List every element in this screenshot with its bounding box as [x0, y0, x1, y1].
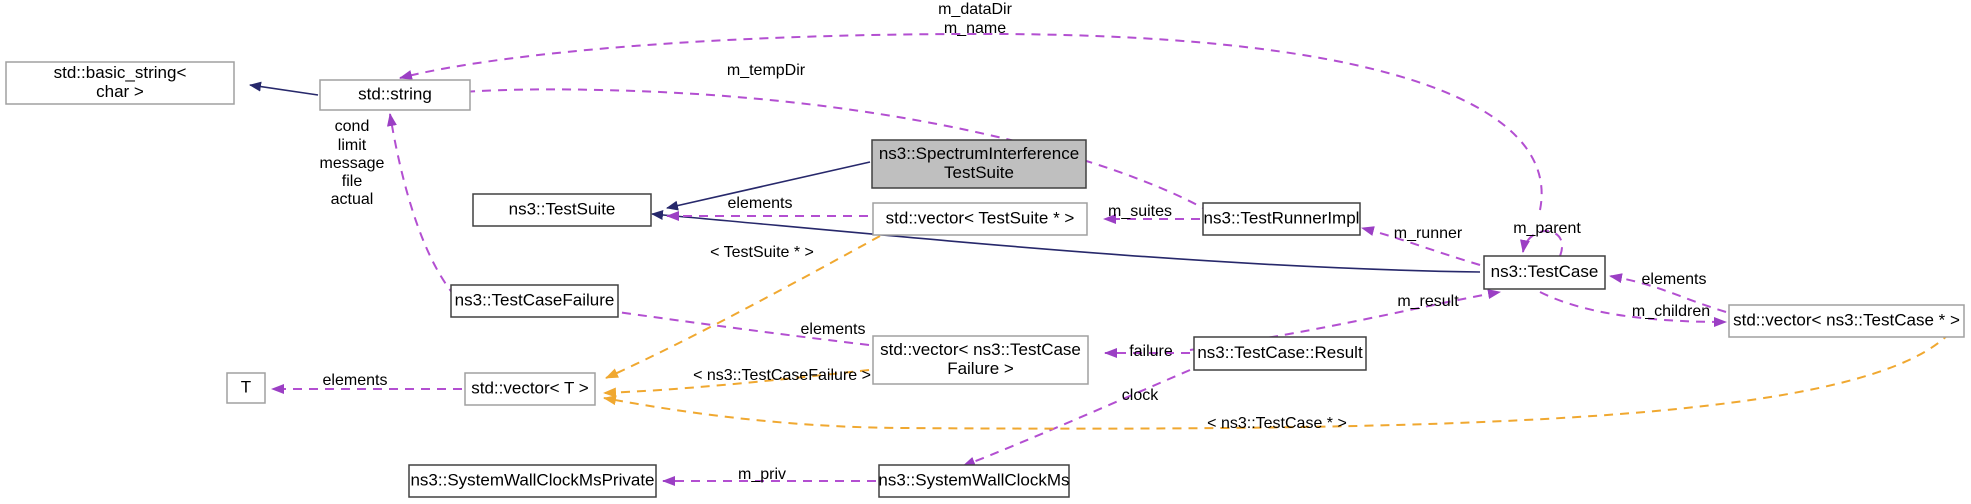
- node-box-vec_testsuite[interactable]: [872, 202, 1088, 236]
- node-tc_result[interactable]: ns3::TestCase::Result: [1193, 336, 1367, 371]
- edge-m-tempDir: [417, 88, 1211, 213]
- node-std_string[interactable]: std::string: [319, 79, 471, 111]
- edge-label-l_elem3: elements: [801, 321, 866, 338]
- node-box-tc_failure[interactable]: [450, 284, 619, 318]
- nodes-layer: std::basic_string<char >std::stringns3::…: [5, 61, 1965, 498]
- node-test_suite[interactable]: ns3::TestSuite: [472, 193, 652, 227]
- edge-label-l_name: m_name: [944, 20, 1006, 37]
- edge-label-l_tcfail: < ns3::TestCaseFailure >: [693, 367, 871, 384]
- node-label-std_string: std::string: [358, 84, 432, 103]
- node-label-spectrum_ts: ns3::SpectrumInterference: [879, 144, 1079, 163]
- node-label-swc_ms: ns3::SystemWallClockMs: [878, 470, 1069, 489]
- edge-testsuite-to-testcase: [651, 209, 1481, 273]
- edge-m-parent-self-loop: [1520, 230, 1563, 257]
- node-vec_testsuite[interactable]: std::vector< TestSuite * >: [872, 202, 1088, 236]
- node-label-vec_t: std::vector< T >: [471, 378, 589, 397]
- edge-label-l_message: message: [320, 155, 385, 172]
- node-box-vec_testcase[interactable]: [1728, 304, 1965, 338]
- node-vec_t[interactable]: std::vector< T >: [464, 372, 596, 406]
- edge-label-l_clock: clock: [1122, 387, 1159, 404]
- edge-label-l_suites: m_suites: [1108, 203, 1172, 220]
- node-label-basic_string: std::basic_string<: [54, 63, 187, 82]
- edge-label-l_tsptr: < TestSuite * >: [710, 244, 814, 261]
- edge-label-l_cond: cond: [335, 118, 370, 135]
- edge-template-testcasefailure: [603, 369, 870, 398]
- node-label-vec_failure: std::vector< ns3::TestCase: [880, 340, 1081, 359]
- node-box-basic_string[interactable]: [5, 61, 235, 105]
- node-label-vec_failure: Failure >: [947, 359, 1014, 378]
- node-box-t_param[interactable]: [226, 372, 266, 404]
- edge-label-l_parent: m_parent: [1513, 220, 1581, 237]
- node-label-test_suite: ns3::TestSuite: [509, 199, 616, 218]
- node-label-vec_testcase: std::vector< ns3::TestCase * >: [1733, 310, 1960, 329]
- node-label-runner_impl: ns3::TestRunnerImpl: [1204, 208, 1360, 227]
- edge-label-l_failure: failure: [1129, 343, 1173, 360]
- node-box-test_suite[interactable]: [472, 193, 652, 227]
- edge-template-testcase-ptr: [603, 319, 1961, 430]
- node-box-test_case[interactable]: [1483, 255, 1606, 290]
- node-box-swc_ms[interactable]: [878, 464, 1070, 498]
- edge-spectrumsuite-to-testsuite: [666, 161, 871, 211]
- node-label-basic_string: char >: [96, 82, 144, 101]
- edge-label-l_tempDir: m_tempDir: [727, 62, 806, 79]
- node-vec_failure[interactable]: std::vector< ns3::TestCaseFailure >: [872, 335, 1089, 385]
- edge-label-l_elements: elements: [323, 372, 388, 389]
- edge-string-to-basicstring: [249, 81, 319, 96]
- node-label-vec_testsuite: std::vector< TestSuite * >: [886, 208, 1075, 227]
- edge-label-l_limit: limit: [338, 137, 367, 154]
- edge-m-dataDir-m-name: [399, 32, 1543, 211]
- node-tc_failure[interactable]: ns3::TestCaseFailure: [450, 284, 619, 318]
- edge-label-l_elem1: elements: [728, 195, 793, 212]
- node-label-spectrum_ts: TestSuite: [944, 163, 1014, 182]
- node-box-vec_failure[interactable]: [872, 335, 1089, 385]
- node-basic_string[interactable]: std::basic_string<char >: [5, 61, 235, 105]
- edge-label-l_priv: m_priv: [738, 466, 786, 483]
- node-box-std_string[interactable]: [319, 79, 471, 111]
- edge-label-l_children: m_children: [1632, 303, 1710, 320]
- edge-label-l_tcptr: < ns3::TestCase * >: [1207, 415, 1347, 432]
- node-vec_testcase[interactable]: std::vector< ns3::TestCase * >: [1728, 304, 1965, 338]
- node-label-test_case: ns3::TestCase: [1491, 262, 1599, 281]
- node-box-runner_impl[interactable]: [1202, 202, 1361, 236]
- node-label-swc_private: ns3::SystemWallClockMsPrivate: [410, 470, 654, 489]
- node-label-t_param: T: [241, 377, 251, 396]
- node-swc_ms[interactable]: ns3::SystemWallClockMs: [878, 464, 1070, 498]
- edge-template-testsuite-ptr: [605, 235, 881, 379]
- node-box-tc_result[interactable]: [1193, 336, 1367, 371]
- edge-m-runner: [1361, 226, 1481, 266]
- edge-tcfailure-fields-to-string: [387, 113, 456, 297]
- node-test_case[interactable]: ns3::TestCase: [1483, 255, 1606, 290]
- node-t_param[interactable]: T: [226, 372, 266, 404]
- node-box-spectrum_ts[interactable]: [871, 139, 1087, 189]
- edges-template: [603, 235, 1961, 430]
- edge-label-l_result: m_result: [1397, 293, 1459, 310]
- node-swc_private[interactable]: ns3::SystemWallClockMsPrivate: [408, 464, 657, 498]
- edge-label-l_runner: m_runner: [1394, 225, 1463, 242]
- node-box-vec_t[interactable]: [464, 372, 596, 406]
- edge-label-l_file: file: [342, 173, 363, 190]
- node-label-tc_result: ns3::TestCase::Result: [1197, 343, 1363, 362]
- edge-label-l_elem2: elements: [1642, 271, 1707, 288]
- node-label-tc_failure: ns3::TestCaseFailure: [455, 290, 615, 309]
- node-runner_impl[interactable]: ns3::TestRunnerImpl: [1202, 202, 1361, 236]
- edge-label-l_actual: actual: [331, 191, 374, 208]
- node-box-swc_private[interactable]: [408, 464, 657, 498]
- edges-inheritance: [249, 81, 1481, 273]
- edge-label-l_dataDir: m_dataDir: [938, 1, 1012, 18]
- edge-m-children: [1539, 291, 1727, 327]
